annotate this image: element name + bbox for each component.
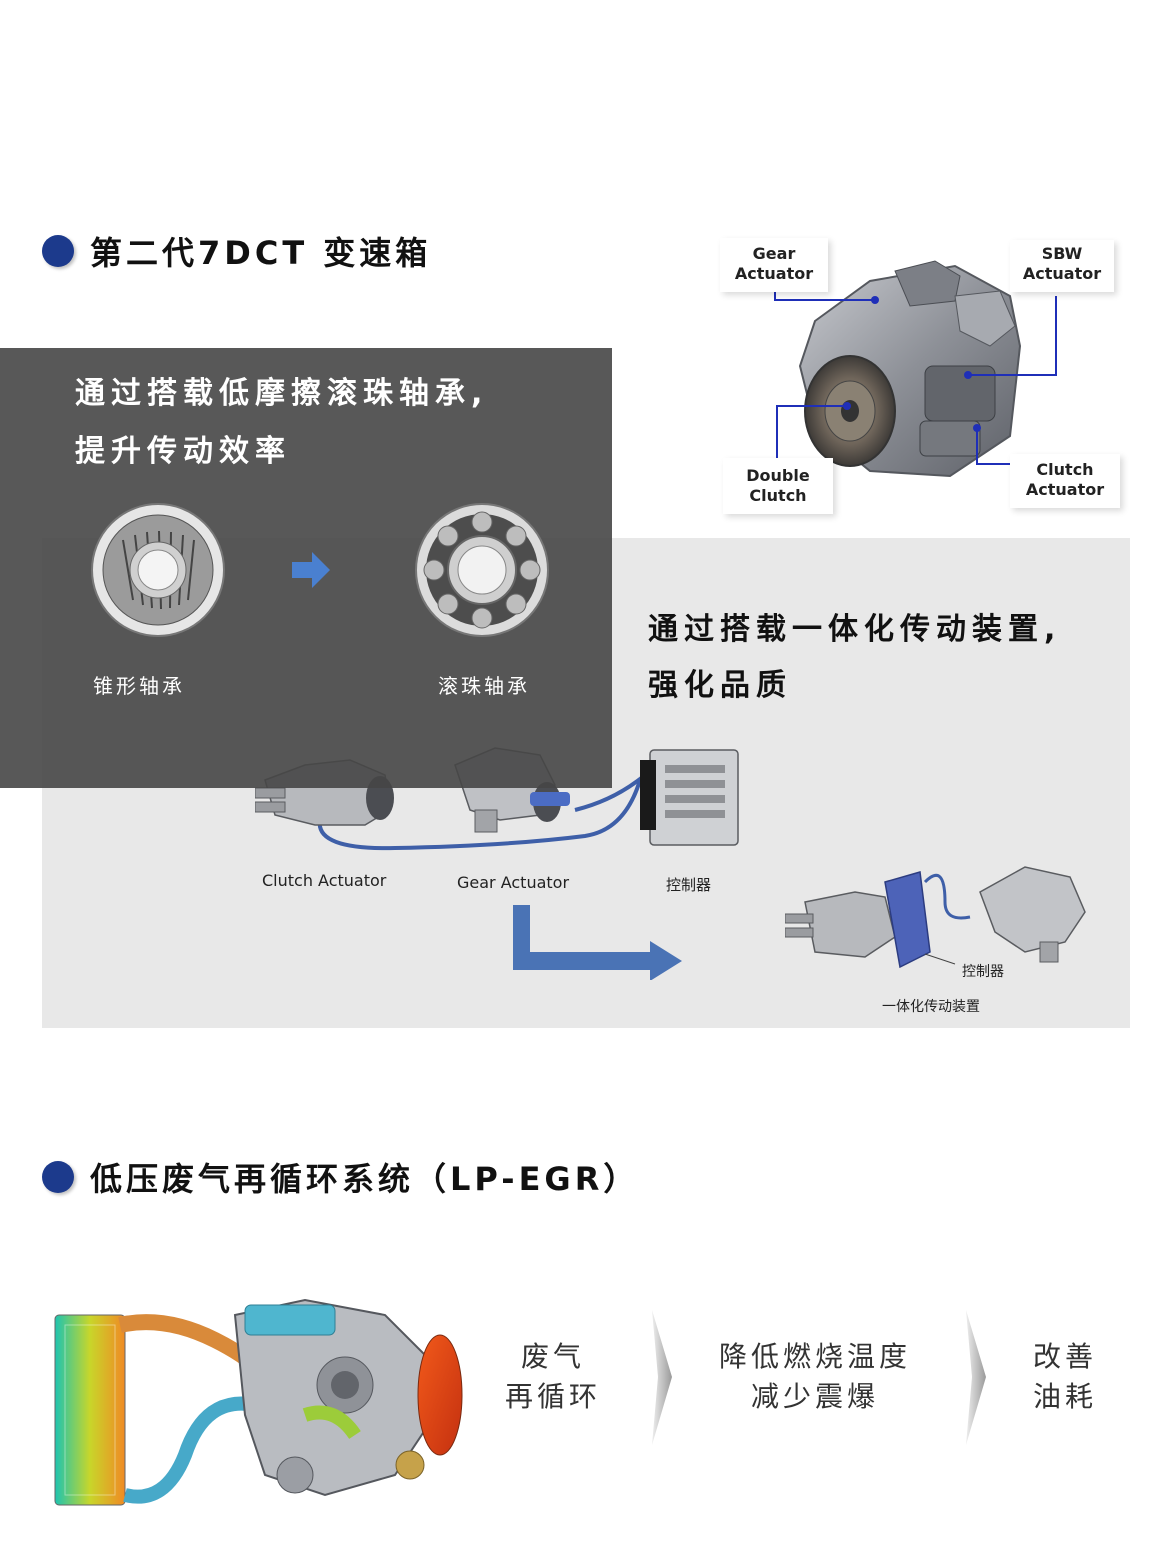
egr-engine-illustration: [54, 1298, 463, 1506]
callout-line: Double: [746, 466, 810, 485]
section-header-7dct: 第二代7DCT 变速箱: [42, 228, 431, 274]
callout-clutch-actuator: Clutch Actuator: [1010, 454, 1120, 508]
right-arrow-icon: [292, 552, 330, 588]
integration-heading-line2: 强化品质: [648, 668, 792, 703]
section-title: 第二代7DCT 变速箱: [90, 234, 432, 272]
flow-step-3: 改善 油耗: [1015, 1337, 1115, 1417]
integration-heading-line1: 通过搭载一体化传动装置,: [648, 612, 1062, 647]
callout-sbw-actuator: SBW Actuator: [1010, 240, 1114, 292]
integrated-device-illustration: [785, 866, 1086, 969]
bullet-dot-icon: [42, 1161, 74, 1193]
controller-label: 控制器: [666, 876, 712, 894]
tapered-bearing-illustration: [91, 503, 225, 637]
callout-line: Actuator: [1022, 264, 1102, 283]
bearing-heading-line1: 通过搭载低摩擦滚珠轴承,: [75, 376, 489, 411]
section-title: 低压废气再循环系统（LP-EGR）: [90, 1160, 640, 1198]
flow-arrow-icon: [513, 905, 682, 980]
callout-line: Actuator: [1025, 480, 1105, 499]
callout-double-clutch: Double Clutch: [723, 458, 833, 514]
callout-line: Gear: [752, 244, 796, 263]
integrated-controller-label: 控制器: [962, 964, 1004, 980]
bearing-heading-line2: 提升传动效率: [75, 434, 291, 469]
flow-step-1: 废气 再循环: [493, 1337, 613, 1417]
clutch-actuator-label: Clutch Actuator: [262, 871, 387, 890]
flow-step-line: 减少震爆: [750, 1380, 879, 1413]
callout-line: SBW: [1041, 244, 1083, 263]
tapered-bearing-label: 锥形轴承: [93, 674, 185, 698]
transmission-illustration: [774, 260, 1057, 478]
chevron-right-icon: [652, 1310, 672, 1445]
flow-step-line: 废气: [520, 1340, 585, 1373]
section-header-lp-egr: 低压废气再循环系统（LP-EGR）: [42, 1154, 639, 1200]
callout-gear-actuator: Gear Actuator: [720, 238, 828, 292]
flow-step-2: 降低燃烧温度 减少震爆: [700, 1337, 930, 1417]
flow-step-line: 油耗: [1032, 1380, 1097, 1413]
flow-step-line: 降低燃烧温度: [718, 1340, 911, 1373]
callout-line: Clutch: [749, 486, 807, 505]
callout-line: Clutch: [1036, 460, 1094, 479]
integrated-device-label: 一体化传动装置: [882, 999, 980, 1015]
flow-step-line: 再循环: [504, 1380, 601, 1413]
bullet-dot-icon: [42, 235, 74, 267]
ball-bearing-label: 滚珠轴承: [438, 674, 530, 698]
chevron-right-icon: [966, 1310, 986, 1445]
callout-line: Actuator: [734, 264, 814, 283]
gear-actuator-label: Gear Actuator: [457, 873, 570, 892]
ball-bearing-illustration: [415, 503, 549, 637]
flow-step-line: 改善: [1032, 1340, 1097, 1373]
